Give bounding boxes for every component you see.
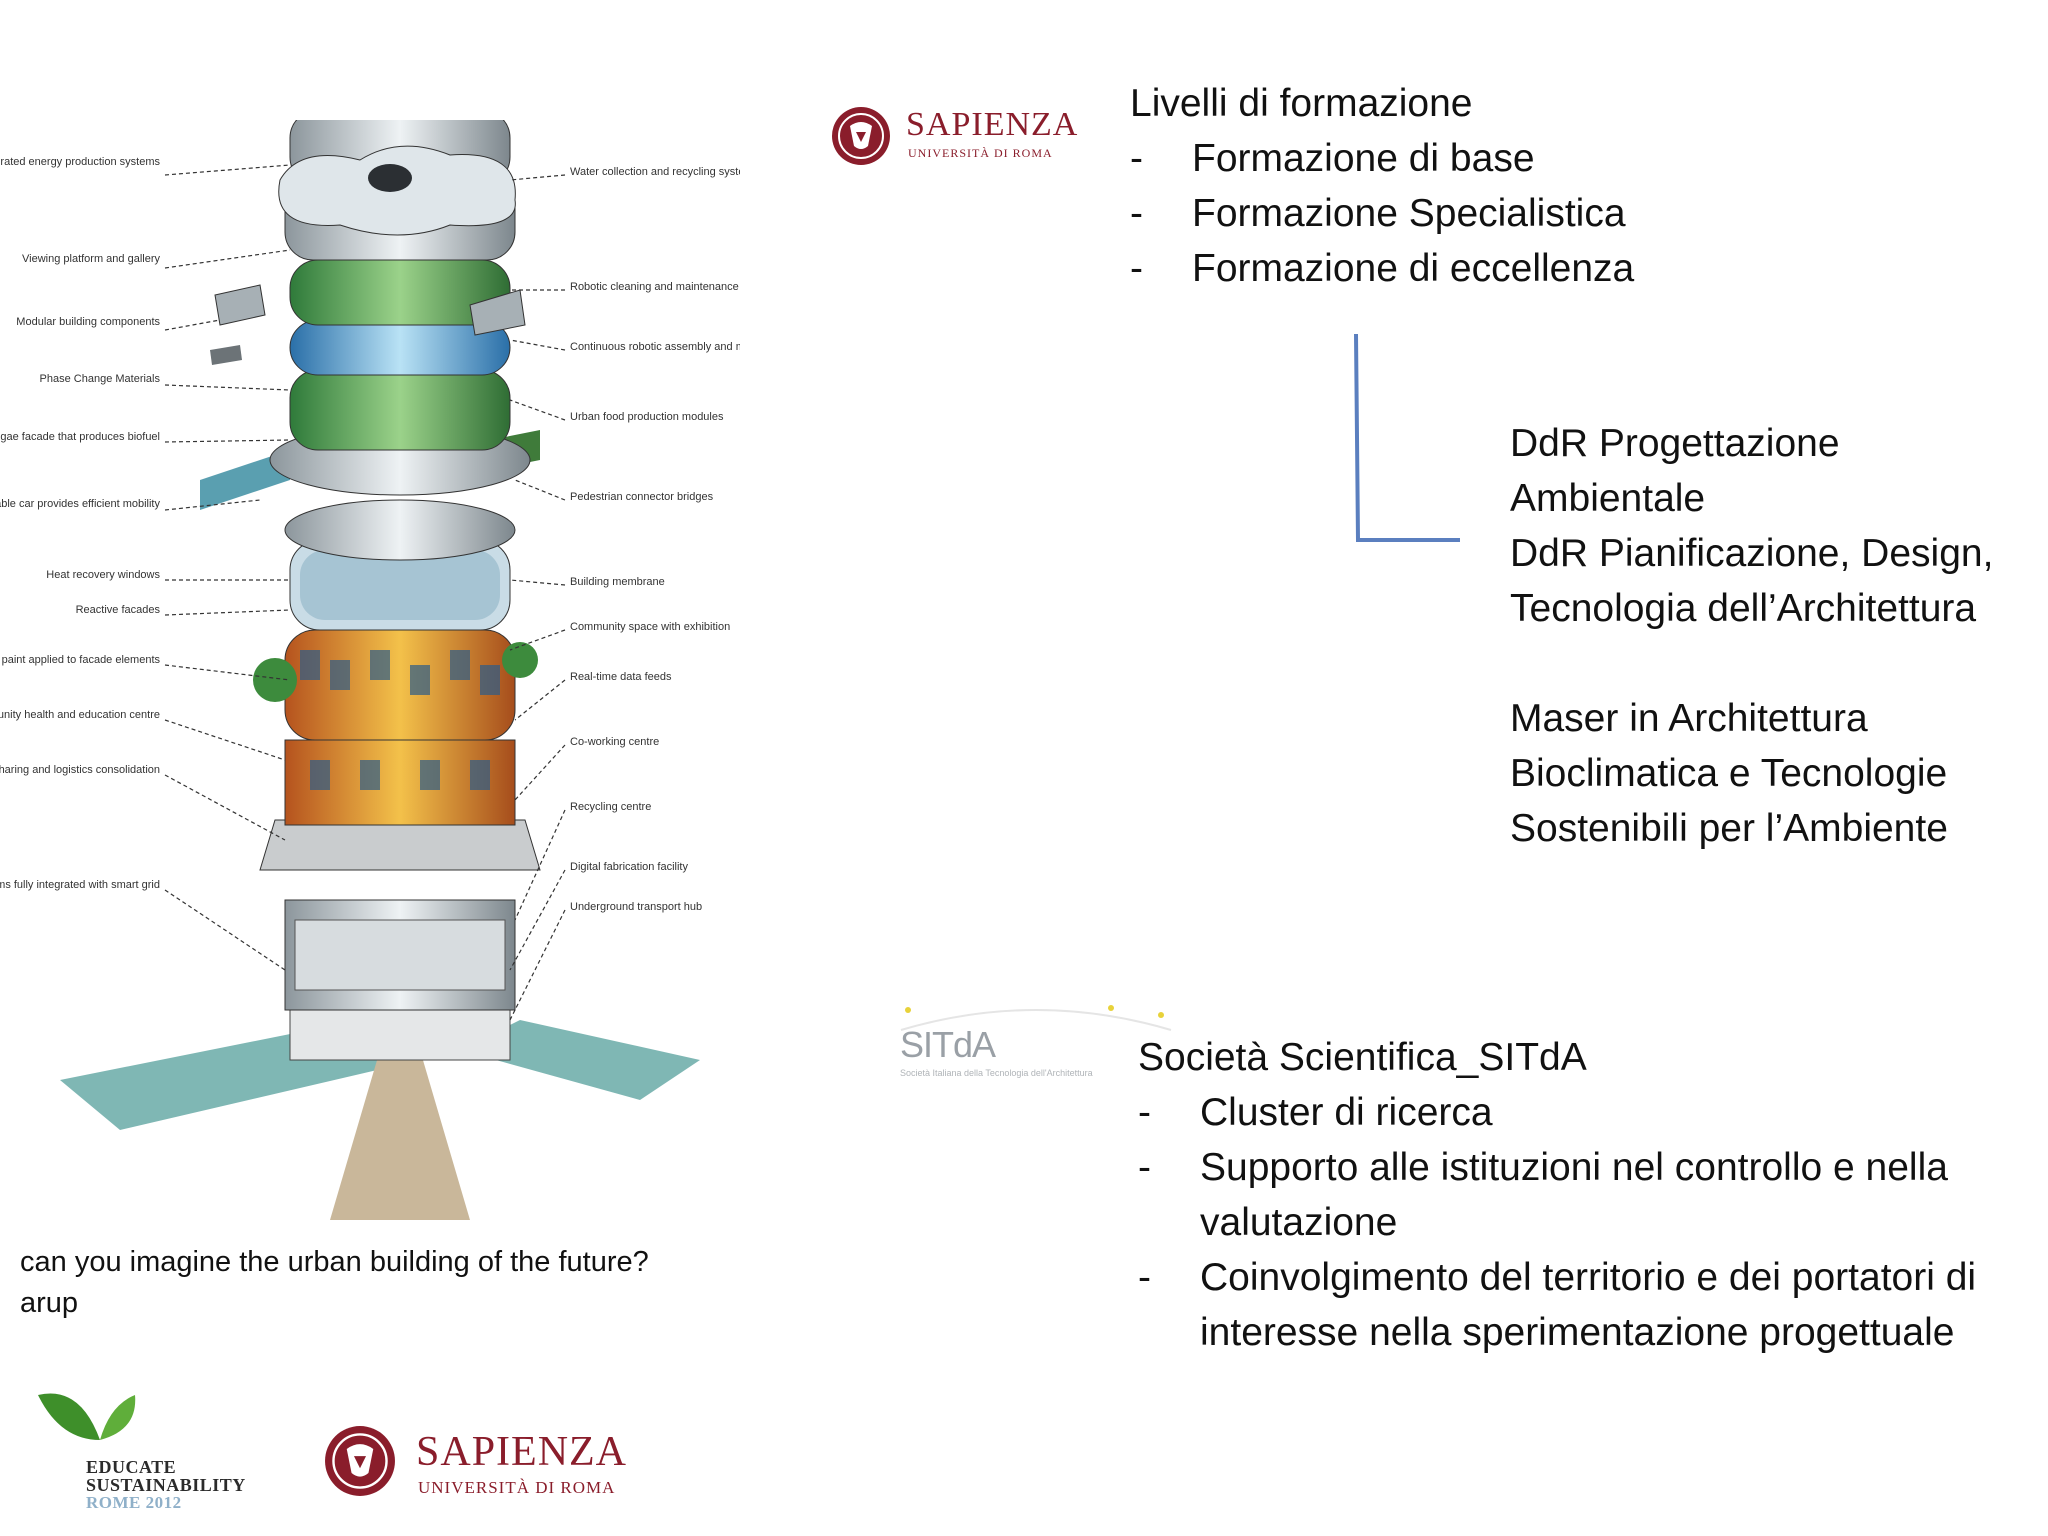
master-line: Maser in Architettura (1510, 697, 1868, 740)
list-item: - Coinvolgimento del territorio e dei po… (1138, 1250, 1976, 1360)
formazione-item: Formazione di base (1192, 137, 1535, 180)
societa-item-line: valutazione (1200, 1201, 1398, 1244)
educate-line-3: ROME 2012 (86, 1493, 182, 1512)
label-viewing: Viewing platform and gallery (22, 253, 160, 265)
caption-line-1: can you imagine the urban building of th… (20, 1246, 649, 1278)
sapienza-logo-bottom: SAPIENZA UNIVERSITÀ DI ROMA (322, 1418, 626, 1508)
label-food: Urban food production modules (570, 411, 724, 423)
label-robotic: Robotic cleaning and maintenance systems (570, 281, 740, 293)
label-energy: Integrated energy production systems (0, 156, 160, 168)
dash: - (1130, 137, 1143, 180)
label-realtime: Real-time data feeds (570, 671, 672, 683)
label-reactive: Reactive facades (76, 604, 161, 616)
sapienza-subtitle: UNIVERSITÀ DI ROMA (908, 146, 1053, 160)
base-block (284, 899, 516, 1061)
connector-line (1354, 333, 1460, 542)
dash: - (1138, 1091, 1151, 1134)
societa-title: Società Scientifica_SITdA (1138, 1036, 1587, 1079)
list-item: - Cluster di ricerca (1138, 1085, 1976, 1140)
societa-list: - Cluster di ricerca - Supporto alle ist… (1138, 1085, 1976, 1360)
sapienza-name: SAPIENZA (906, 106, 1079, 143)
societa-item-line: interesse nella sperimentazione progettu… (1200, 1311, 1955, 1354)
label-membrane: Building membrane (570, 576, 665, 588)
formazione-item: Formazione di eccellenza (1192, 247, 1635, 290)
educate-sustainability-logo: EDUCATE SUSTAINABILITY ROME 2012 (30, 1385, 290, 1515)
dash: - (1130, 247, 1143, 290)
caption-line-2: arup (20, 1287, 79, 1319)
formazione-section: Livelli di formazione - Formazione di bas… (1130, 76, 1634, 296)
building-membrane (284, 499, 516, 631)
educate-line-2: SUSTAINABILITY (86, 1475, 246, 1495)
formazione-item: Formazione Specialistica (1192, 192, 1626, 235)
sapienza-logo-top: SAPIENZA UNIVERSITÀ DI ROMA (830, 100, 1077, 175)
left-labels: Integrated energy production systems Vie… (0, 156, 160, 891)
dash: - (1130, 192, 1143, 235)
societa-item-line: Cluster di ricerca (1200, 1091, 1493, 1134)
master-line: Sostenibili per l’Ambiente (1510, 807, 1948, 850)
podium (253, 629, 541, 871)
list-item: - Formazione Specialistica (1130, 186, 1634, 241)
label-water: Water collection and recycling system (570, 166, 740, 178)
sitda-name: SITdA (900, 1024, 996, 1065)
formazione-list: - Formazione di base - Formazione Speciali… (1130, 131, 1634, 296)
societa-item-line: Supporto alle istituzioni nel controllo … (1200, 1146, 1948, 1189)
educate-line-1: EDUCATE (86, 1457, 177, 1477)
master-line: Bioclimatica e Tecnologie (1510, 752, 1948, 795)
societa-section: Società Scientifica_SITdA - Cluster di r… (1138, 1030, 1976, 1360)
ddr-line: Tecnologia dell’Architettura (1510, 587, 1977, 630)
label-algae: Algae facade that produces biofuel (0, 431, 160, 443)
label-solar: Solar PV paint applied to facade element… (0, 654, 160, 666)
leader-lines (164, 164, 566, 1021)
sapienza-subtitle: UNIVERSITÀ DI ROMA (418, 1478, 616, 1497)
formazione-title: Livelli di formazione (1130, 82, 1473, 125)
right-labels: Water collection and recycling system Ro… (570, 166, 740, 913)
list-item: - Supporto alle istituzioni nel controll… (1138, 1140, 1976, 1250)
societa-item-line: Coinvolgimento del territorio e dei port… (1200, 1256, 1977, 1299)
list-item: - Formazione di eccellenza (1130, 241, 1634, 296)
label-pedestrian: Pedestrian connector bridges (570, 491, 714, 503)
dash: - (1138, 1256, 1151, 1299)
ddr-line: DdR Pianificazione, Design, (1510, 532, 1994, 575)
label-modular: Modular building components (16, 316, 160, 328)
sitda-tagline: Società Italiana della Tecnologia dell'A… (900, 1068, 1093, 1078)
food-modules (289, 259, 511, 451)
label-heat: Heat recovery windows (46, 569, 160, 581)
sapienza-seal-icon (832, 107, 890, 165)
future-building-illustration: Integrated energy production systems Vie… (0, 120, 740, 1220)
sapienza-name: SAPIENZA (416, 1429, 628, 1475)
label-recycling: Recycling centre (570, 801, 651, 813)
label-assembly: Continuous robotic assembly and maintena… (570, 341, 740, 353)
dash: - (1138, 1146, 1151, 1189)
label-transport: Underground transport hub (570, 901, 702, 913)
programs-section: DdR Progettazione Ambientale DdR Pianifi… (1510, 416, 1993, 856)
sapienza-seal-icon (325, 1426, 395, 1496)
label-smartgrid: Building systems fully integrated with s… (0, 879, 160, 891)
label-community: Community space with exhibition (570, 621, 730, 633)
leaf-icon (38, 1393, 136, 1440)
label-cablecar: Cable car provides efficient mobility (0, 498, 160, 510)
ddr-line: DdR Progettazione (1510, 422, 1840, 465)
sitda-logo: SITdA Società Italiana della Tecnologia … (896, 1000, 1176, 1080)
sitda-arc-icon (900, 1005, 1172, 1031)
label-pcm: Phase Change Materials (40, 373, 161, 385)
list-item: - Formazione di base (1130, 131, 1634, 186)
label-carshare: Car-sharing, bike sharing and logistics … (0, 764, 160, 776)
label-fabrication: Digital fabrication facility (570, 861, 688, 873)
image-caption: can you imagine the urban building of th… (20, 1242, 649, 1324)
ddr-line: Ambientale (1510, 477, 1706, 520)
top-cap (278, 145, 516, 236)
label-coworking: Co-working centre (570, 736, 659, 748)
label-health: Community health and education centre (0, 709, 160, 721)
